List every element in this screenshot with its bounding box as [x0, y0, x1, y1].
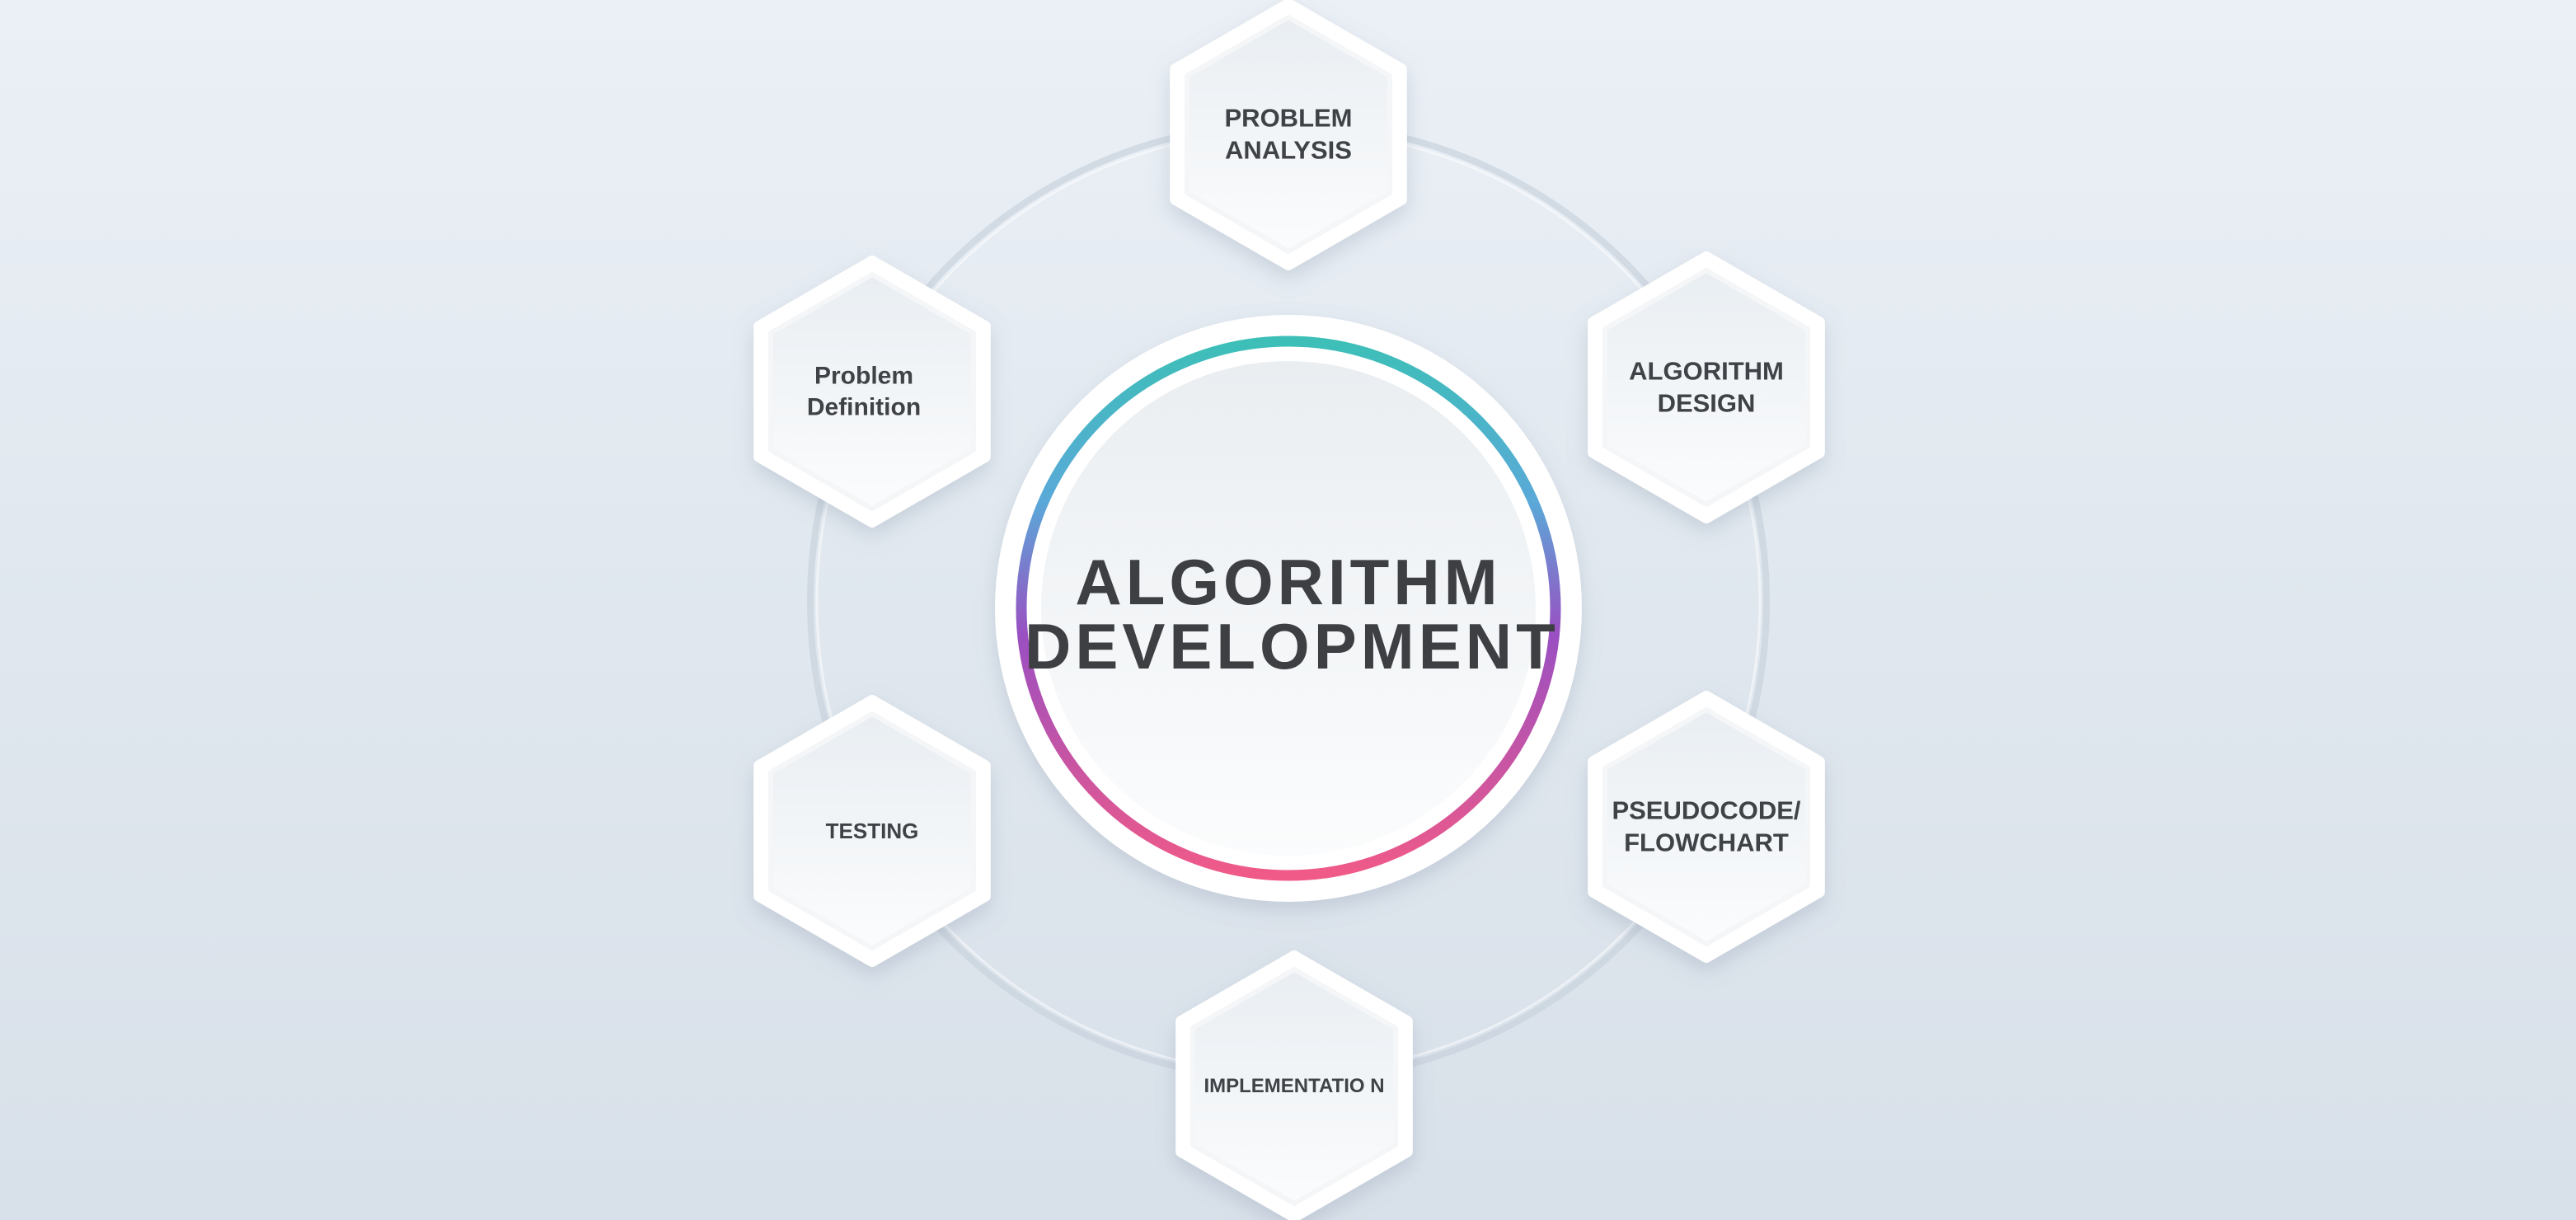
hex-inner	[768, 711, 976, 950]
hex-node-algorithm-design[interactable]	[1588, 251, 1825, 523]
hex-node-problem-definition[interactable]	[753, 256, 991, 528]
hex-node-problem-analysis[interactable]	[1170, 0, 1407, 270]
hex-inner	[1190, 967, 1398, 1206]
hex-layer	[753, 0, 1825, 1220]
center-core	[1041, 361, 1536, 856]
hex-node-testing[interactable]	[753, 695, 991, 967]
hex-inner	[768, 272, 976, 511]
center-gradient-ring	[1016, 336, 1561, 881]
hex-node-pseudocode-flowchart[interactable]	[1588, 691, 1825, 963]
hex-inner	[1602, 268, 1810, 507]
hex-inner	[1185, 15, 1392, 254]
hex-node-implementation[interactable]	[1175, 950, 1413, 1220]
hex-inner	[1602, 707, 1810, 946]
